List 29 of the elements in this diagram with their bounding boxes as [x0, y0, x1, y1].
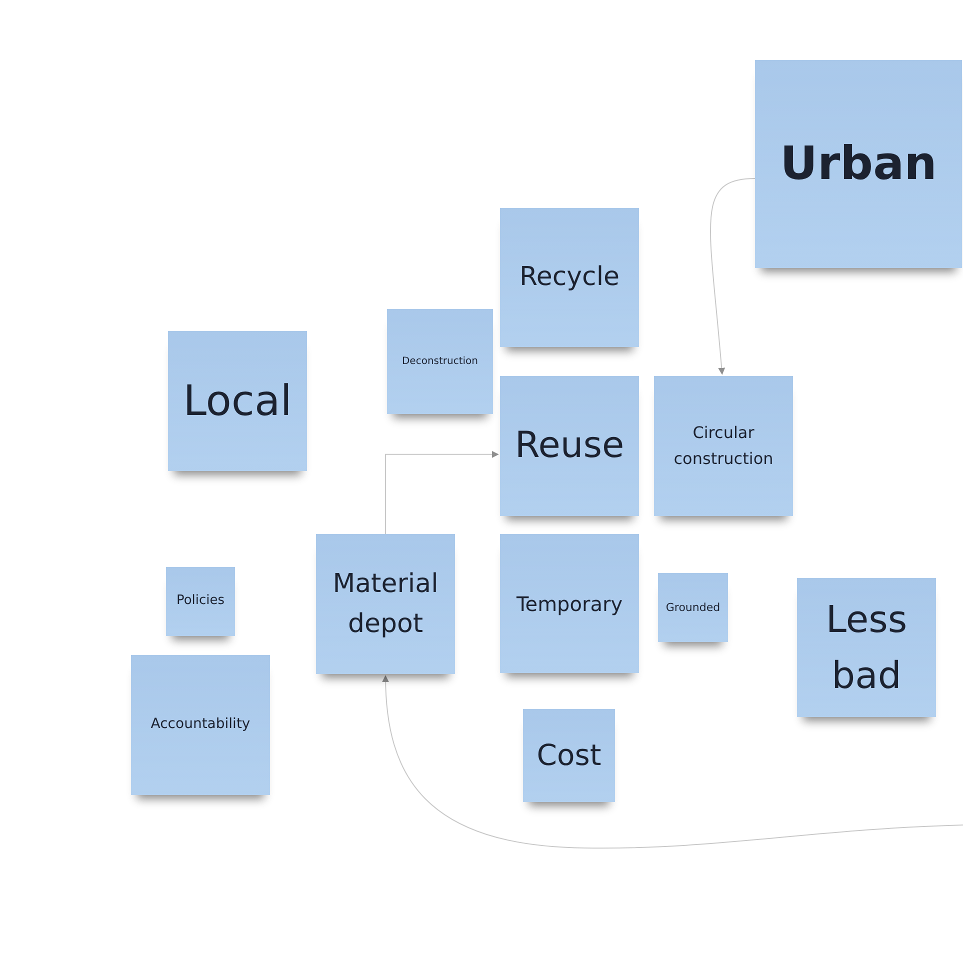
sticky-note	[166, 567, 235, 636]
note-text: Cost	[536, 736, 602, 774]
sticky-note	[658, 573, 728, 642]
note-text: Grounded	[666, 600, 720, 616]
sticky-note	[316, 534, 455, 674]
note-text: Deconstruction	[402, 354, 478, 368]
note-text: Reuse	[514, 424, 624, 468]
note-text: Less bad	[824, 597, 908, 698]
sticky-note	[387, 309, 493, 414]
sticky-note	[500, 534, 639, 673]
note-text: Recycle	[519, 261, 620, 294]
sticky-note	[523, 709, 615, 802]
note-text: Temporary	[516, 590, 623, 618]
note-text: Policies	[176, 592, 225, 610]
note-text: Local	[183, 374, 292, 427]
sticky-note	[500, 376, 639, 516]
connector	[385, 450, 499, 534]
connector	[382, 675, 963, 849]
note-text: Material depot	[332, 568, 440, 641]
sticky-note	[131, 655, 270, 795]
connector	[710, 178, 756, 375]
sticky-note	[797, 578, 936, 717]
sticky-note	[654, 376, 793, 516]
sticky-note	[500, 208, 639, 347]
note-text: Urban	[780, 135, 937, 192]
sticky-note	[168, 331, 307, 471]
sticky-note	[755, 60, 962, 268]
note-text: Accountability	[150, 715, 250, 734]
note-text: Circular construction	[672, 422, 774, 470]
